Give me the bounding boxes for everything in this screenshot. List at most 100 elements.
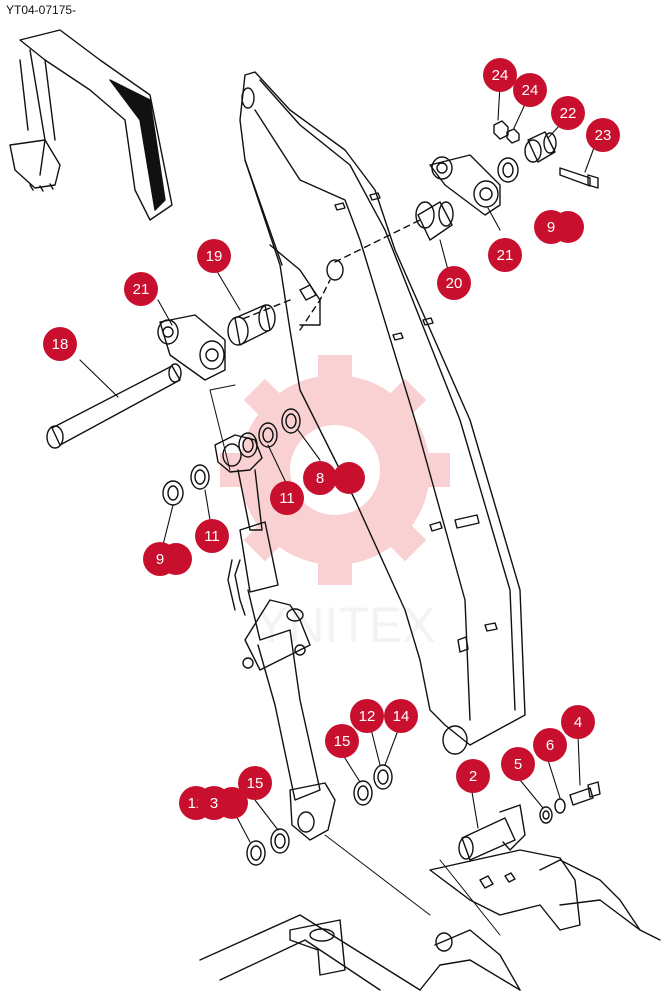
callout-number: 4	[574, 714, 582, 731]
part-24-nut-b	[506, 128, 520, 144]
callout-number: 19	[206, 248, 223, 265]
callout-number: 23	[595, 127, 612, 144]
callout-circle	[488, 238, 522, 272]
callout-c2: 2	[456, 759, 490, 793]
callout-number: 2	[469, 768, 477, 785]
callout-number: 24	[492, 67, 509, 84]
callout-number: 9	[156, 551, 164, 568]
callout-number: 14	[393, 708, 410, 725]
base-frame	[199, 849, 661, 991]
excavator-thumbnail	[9, 29, 173, 221]
callout-circle	[533, 728, 567, 762]
callout-circle	[456, 759, 490, 793]
callout-circle	[350, 699, 384, 733]
callout-number: 18	[52, 336, 69, 353]
callout-number: 24	[522, 82, 539, 99]
callout-c21b: 21	[124, 272, 158, 306]
part-21-plate-left	[157, 314, 226, 381]
callout-number: 3	[210, 795, 218, 812]
callout-c14: 14	[384, 699, 418, 733]
callout-circle	[43, 327, 77, 361]
callout-c9b: 9	[143, 542, 177, 576]
callout-number: 22	[560, 105, 577, 122]
part-4-bolt	[569, 781, 601, 806]
part-15-washer-right	[353, 780, 373, 806]
callout-number: 9	[547, 219, 555, 236]
callout-c13: 3	[197, 786, 231, 820]
part-8-washer	[281, 408, 301, 434]
part-11-washer-b	[190, 464, 210, 490]
part-18-pin	[46, 363, 182, 449]
callout-c4: 4	[561, 705, 595, 739]
part-15-washer-left	[270, 828, 290, 854]
part-5-washer	[539, 806, 553, 824]
drawing-code: YT04-07175-	[6, 3, 77, 17]
part-24-nut-a	[493, 120, 509, 140]
callout-c18: 18	[43, 327, 77, 361]
callout-c24a: 24	[483, 58, 517, 92]
callout-circle	[561, 705, 595, 739]
callout-circle	[270, 481, 304, 515]
part-2-pin	[458, 804, 526, 861]
callout-circle	[195, 519, 229, 553]
callout-c20: 20	[437, 266, 471, 300]
callout-c15a: 15	[325, 724, 359, 758]
callout-number: 15	[247, 775, 264, 792]
callout-c5: 5	[501, 747, 535, 781]
callout-c23: 23	[586, 118, 620, 152]
callout-circle	[197, 239, 231, 273]
callout-circle	[437, 266, 471, 300]
callout-bubble-overlap	[333, 462, 365, 494]
callout-number: 11	[204, 528, 220, 545]
callout-circle	[325, 724, 359, 758]
callout-c19: 19	[197, 239, 231, 273]
callout-c22: 22	[551, 96, 585, 130]
boom	[239, 71, 526, 755]
callout-c15b: 15	[238, 766, 272, 800]
callout-circle	[483, 58, 517, 92]
callout-number: 6	[546, 737, 554, 754]
callout-circle	[384, 699, 418, 733]
callout-circle	[551, 96, 585, 130]
part-9-shim-left	[162, 480, 184, 506]
callout-number: 15	[334, 733, 351, 750]
part-22-collar	[524, 131, 557, 163]
callout-circle	[586, 118, 620, 152]
callout-number: 20	[446, 275, 463, 292]
part-10-washer	[258, 422, 278, 448]
callout-c9a: 9	[534, 210, 568, 244]
callout-c12a: 12	[350, 699, 384, 733]
callout-circle	[197, 786, 231, 820]
callout-number: 21	[497, 247, 514, 264]
part-14-washer	[373, 764, 393, 790]
part-19-bushing	[227, 304, 276, 346]
callout-c11a: 11	[270, 481, 304, 515]
part-9-shim-top	[497, 157, 519, 183]
part-6-washer	[554, 798, 566, 814]
callout-circle	[143, 542, 177, 576]
callout-c24b: 24	[513, 73, 547, 107]
part-11-washer-a	[238, 432, 258, 458]
callout-circle	[238, 766, 272, 800]
part-21-plate-right	[429, 154, 501, 216]
callout-c6: 6	[533, 728, 567, 762]
callout-number: 8	[316, 470, 324, 487]
callout-c8: 8	[303, 461, 337, 495]
watermark: YNITEX	[220, 355, 450, 653]
dashed-guide-lines	[239, 219, 421, 331]
watermark-text: YNITEX	[255, 597, 436, 653]
callout-circle	[124, 272, 158, 306]
callout-number: 21	[133, 281, 150, 298]
callout-circle	[534, 210, 568, 244]
part-20-bushing	[415, 201, 454, 241]
part-23-bolt	[559, 167, 599, 189]
callout-circle	[513, 73, 547, 107]
callout-number: 5	[514, 756, 522, 773]
callout-circle	[303, 461, 337, 495]
assembly-guide-lines	[209, 384, 501, 936]
part-12-washer	[246, 840, 266, 866]
callout-number: 12	[359, 708, 376, 725]
callout-circle	[501, 747, 535, 781]
